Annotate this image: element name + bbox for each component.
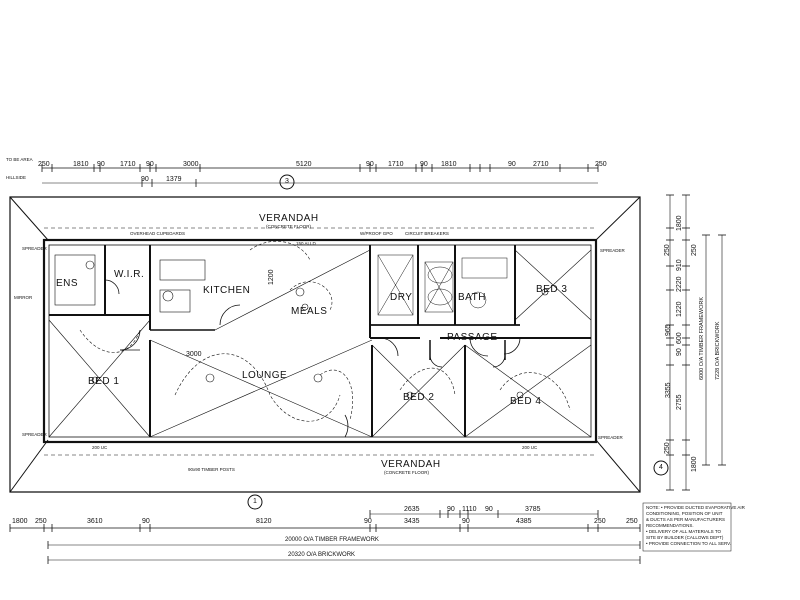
overall-timber-length: 20000 O/A TIMBER FRAMEWORK: [285, 537, 379, 543]
right-dim: 965: [665, 324, 672, 336]
label-kitchen: KITCHEN: [203, 285, 251, 296]
drawing-notes: NOTE: • PROVIDE DUCTED EVAPORATIVE AIR C…: [646, 505, 745, 547]
top-dim: 3000: [183, 161, 199, 168]
top-dim: 90: [97, 161, 105, 168]
top-dim: 1710: [388, 161, 404, 168]
top-dim: 90: [366, 161, 374, 168]
kitchen-dimension: 1200: [268, 269, 275, 285]
label-verandah-bottom-floor: (CONCRETE FLOOR): [384, 470, 429, 475]
label-bed-1: BED 1: [88, 376, 120, 387]
bottom-dim-row2: 90: [142, 518, 150, 525]
label-bed-3: BED 3: [536, 284, 568, 295]
bottom-dim-row2: 90: [462, 518, 470, 525]
top-dim: 1810: [73, 161, 89, 168]
annotation-spreader-right-top: SPREADER: [600, 248, 625, 253]
bottom-dim-row1: 3785: [525, 506, 541, 513]
right-dim: 910: [676, 259, 683, 271]
label-bed-4: BED 4: [510, 396, 542, 407]
label-verandah-top: VERANDAH: [259, 213, 319, 224]
right-overall-brick: 7228 O/A BRICKWORK: [715, 321, 721, 380]
lounge-dimension: 3000: [186, 351, 202, 358]
bottom-dim-row2: 250: [626, 518, 638, 525]
annotation-timber-posts: 90x90 TIMBER POSTS: [188, 467, 235, 472]
annotation-beam-mid: 150 ALLD: [296, 241, 316, 246]
note-line: SITE BY BUILDER (CALLOWS DEPT): [646, 535, 724, 540]
right-dim: 1800: [676, 215, 683, 231]
grid-marker-3: [279, 174, 295, 190]
note-line: • PROVIDE CONNECTION TO ALL SERV.: [646, 541, 732, 546]
label-ens: ENS: [56, 278, 79, 289]
bottom-dim-row2: 1800: [12, 518, 28, 525]
right-dim: 2220: [676, 276, 683, 292]
annotation-spreader-left-bottom: SPREADER: [22, 432, 47, 437]
note-line: & DUCTS AS PER MANUFACTURERS: [646, 517, 726, 522]
label-passage: PASSAGE: [447, 332, 498, 343]
top-dim: 1810: [441, 161, 457, 168]
top-dim: 90: [146, 161, 154, 168]
label-verandah-bottom: VERANDAH: [381, 459, 441, 470]
overall-brick-length: 20320 O/A BRICKWORK: [288, 552, 356, 558]
note-line: • DELIVERY OF ALL MATERIALS TO: [646, 529, 722, 534]
top-dim-row2: 90: [141, 176, 149, 183]
label-wir: W.I.R.: [114, 269, 145, 280]
left-label-mirror: MIRROR: [14, 295, 33, 300]
right-dim: 90: [676, 348, 683, 356]
bottom-dim-row1: 1110: [462, 506, 477, 513]
annotation-beam-left: 200 UC: [92, 445, 108, 450]
bottom-dim-row2: 4385: [516, 518, 532, 525]
grid-label-3: 3: [285, 178, 289, 185]
bottom-dim-row2: 3610: [87, 518, 103, 525]
top-dim: 2710: [533, 161, 549, 168]
note-line: RECOMMENDATIONS.: [646, 523, 694, 528]
label-verandah-top-floor: (CONCRETE FLOOR): [266, 224, 311, 229]
bottom-dim-row1: 90: [485, 506, 493, 513]
right-dim: 250: [691, 244, 698, 256]
note-line: NOTE: • PROVIDE DUCTED EVAPORATIVE AIR: [646, 505, 745, 510]
top-dim: 250: [595, 161, 607, 168]
bottom-dim-row1: 90: [447, 506, 455, 513]
annotation-spreader-right-bottom: SPREADER: [598, 435, 623, 440]
annotation-cupboards: OVERHEAD CUPBOARDS: [130, 231, 186, 236]
label-dry: DRY: [390, 292, 413, 303]
right-dim: 250: [664, 442, 671, 454]
right-dim: 2755: [676, 394, 683, 410]
house-outer-wall: [42, 238, 598, 444]
label-meals: MEALS: [291, 306, 328, 317]
bottom-dim-row1: 2635: [404, 506, 420, 513]
label-bath: BATH: [458, 292, 486, 303]
top-dim: 90: [420, 161, 428, 168]
grid-marker-1: [247, 494, 263, 510]
right-dim: 600: [676, 332, 683, 344]
bottom-dim-row2: 90: [364, 518, 372, 525]
bottom-dim-row2: 8120: [256, 518, 272, 525]
bottom-dim-row2: 250: [594, 518, 606, 525]
left-label-area: TO BE AREA: [6, 157, 33, 162]
right-dim: 3355: [665, 382, 672, 398]
bottom-dim-row2: 250: [35, 518, 47, 525]
grid-label-1: 1: [253, 498, 257, 505]
grid-label-4: 4: [659, 464, 663, 471]
right-dim: 1220: [676, 301, 683, 317]
annotation-weatherproof: W/PROOF GPO: [360, 231, 393, 236]
top-dim: 5120: [296, 161, 312, 168]
left-label-hillside: HILLSIDE: [6, 175, 27, 180]
top-dim: 1710: [120, 161, 136, 168]
annotation-spreader-left-top: SPREADER: [22, 246, 47, 251]
note-line: CONDITIONING, POSITION OF UNIT: [646, 511, 723, 516]
top-dim: 250: [38, 161, 50, 168]
top-dim-row2: 1379: [166, 176, 182, 183]
right-dim: 1800: [691, 456, 698, 472]
right-overall-timber: 6000 O/A TIMBER FRAMEWORK: [699, 296, 705, 380]
annotation-beam-right: 200 UC: [522, 445, 538, 450]
grid-marker-4: [653, 460, 669, 476]
top-dim: 90: [508, 161, 516, 168]
label-bed-2: BED 2: [403, 392, 435, 403]
right-dim: 250: [664, 244, 671, 256]
bottom-dim-row2: 3435: [404, 518, 420, 525]
annotation-circuit-breakers: CIRCUIT BREAKERS: [405, 231, 449, 236]
label-lounge: LOUNGE: [242, 370, 288, 381]
